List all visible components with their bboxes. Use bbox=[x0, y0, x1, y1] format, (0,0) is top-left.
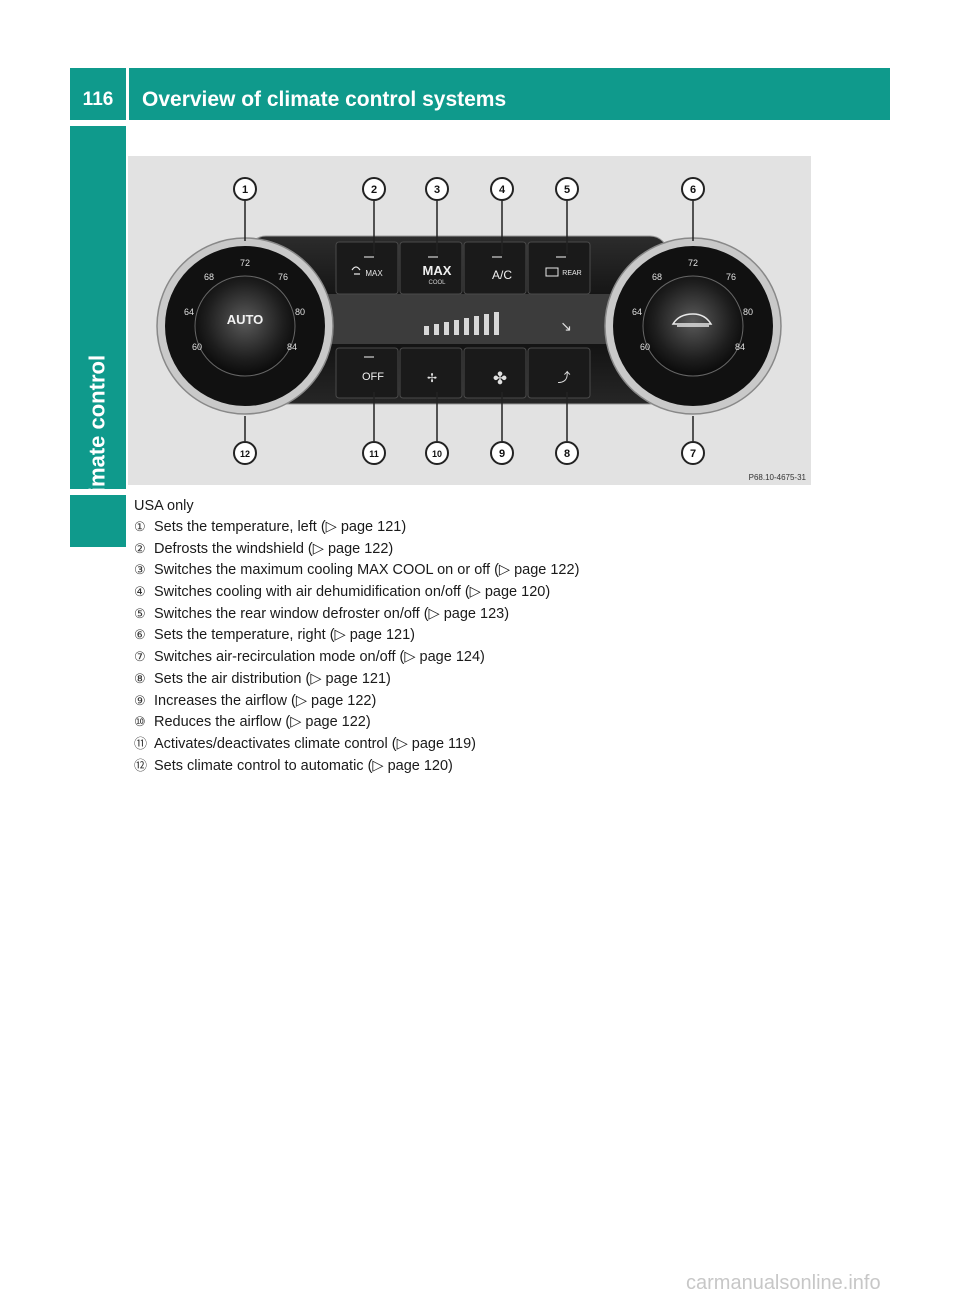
max-label: MAX bbox=[423, 263, 452, 278]
legend-text: Sets the air distribution (▷ page 121) bbox=[154, 670, 391, 687]
dial-right-60: 60 bbox=[640, 342, 650, 352]
fan-level-bars bbox=[424, 312, 499, 335]
legend-item: ⑨ Increases the airflow (▷ page 122) bbox=[134, 690, 579, 712]
callout-2: 2 bbox=[371, 184, 377, 196]
header-bar bbox=[70, 68, 890, 120]
legend-item: ⑫ Sets climate control to automatic (▷ pa… bbox=[134, 755, 579, 777]
legend-text: Switches the maximum cooling MAX COOL on… bbox=[154, 562, 580, 579]
callout-markers: 1 2 3 4 5 6 7 8 9 10 11 12 bbox=[233, 177, 705, 465]
legend-item: ③ Switches the maximum cooling MAX COOL o… bbox=[134, 559, 579, 581]
display-strip bbox=[288, 294, 628, 344]
air-distribution-icon: ⤴ bbox=[557, 371, 570, 386]
legend-item: ⑪ Activates/deactivates climate control (… bbox=[134, 733, 579, 755]
legend-item: ② Defrosts the windshield (▷ page 122) bbox=[134, 538, 579, 560]
off-label: OFF bbox=[362, 371, 384, 383]
climate-control-panel-figure: MAX MAX COOL A/C REAR OFF ✢ ✤ ⤴ ↘ AUTO 6… bbox=[128, 156, 811, 485]
top-button-row bbox=[335, 241, 591, 295]
legend-symbol: ⑨ bbox=[134, 692, 146, 708]
fan-high-icon: ✤ bbox=[493, 369, 507, 389]
legend-text: Increases the airflow (▷ page 122) bbox=[154, 692, 377, 709]
legend-text: Sets the temperature, left (▷ page 121) bbox=[154, 519, 407, 535]
watermark: carmanualsonline.info bbox=[686, 1272, 881, 1294]
header-divider bbox=[126, 68, 129, 120]
legend-symbol: ⑤ bbox=[134, 605, 146, 621]
page-title: Overview of climate control systems bbox=[142, 88, 507, 111]
dial-right-72: 72 bbox=[688, 258, 698, 268]
dial-right-68: 68 bbox=[652, 272, 662, 282]
legend-list: ① Sets the temperature, left (▷ page 121)… bbox=[134, 516, 579, 776]
callout-5: 5 bbox=[564, 184, 570, 196]
callout-3: 3 bbox=[434, 184, 440, 196]
dial-left-60: 60 bbox=[192, 342, 202, 352]
dial-right-64: 64 bbox=[632, 307, 642, 317]
dial-right-76: 76 bbox=[726, 272, 736, 282]
rear-label: REAR bbox=[562, 270, 581, 277]
legend-item: ① Sets the temperature, left (▷ page 121) bbox=[134, 516, 579, 538]
callout-6: 6 bbox=[690, 184, 696, 196]
page-number: 116 bbox=[82, 89, 114, 110]
legend-item: ⑥ Sets the temperature, right (▷ page 121… bbox=[134, 624, 579, 646]
legend-symbol: ② bbox=[134, 540, 146, 556]
callout-12: 12 bbox=[240, 449, 250, 459]
cool-label: COOL bbox=[428, 280, 446, 286]
legend-text: Reduces the airflow (▷ page 122) bbox=[154, 714, 371, 731]
dial-left-84: 84 bbox=[287, 342, 297, 352]
legend-symbol: ⑫ bbox=[134, 757, 148, 773]
callout-11: 11 bbox=[369, 449, 379, 459]
rear-defrost-icon bbox=[545, 267, 559, 277]
callout-leader-lines bbox=[244, 201, 694, 441]
callout-8: 8 bbox=[564, 448, 570, 460]
section-tab: Climate control bbox=[70, 126, 126, 515]
callout-4: 4 bbox=[499, 184, 506, 196]
legend-symbol: ① bbox=[134, 519, 146, 534]
dial-left-76: 76 bbox=[278, 272, 288, 282]
windshield-defrost-icon bbox=[351, 266, 361, 275]
legend-text: Sets the temperature, right (▷ page 121) bbox=[154, 627, 416, 644]
legend-item: ⑩ Reduces the airflow (▷ page 122) bbox=[134, 711, 579, 733]
airflow-direction-icon: ↘ bbox=[560, 319, 572, 335]
legend-symbol: ⑧ bbox=[134, 670, 146, 686]
legend-symbol: ⑩ bbox=[134, 714, 146, 730]
legend-text: Defrosts the windshield (▷ page 122) bbox=[154, 540, 394, 557]
legend-item: ⑦ Switches air-recirculation mode on/off … bbox=[134, 646, 579, 668]
dial-left-72: 72 bbox=[240, 258, 250, 268]
left-temperature-dial: AUTO 64 68 72 76 80 84 60 bbox=[156, 237, 334, 415]
legend-symbol: ⑪ bbox=[134, 735, 148, 751]
bottom-button-row bbox=[335, 347, 591, 399]
auto-label: AUTO bbox=[227, 312, 264, 327]
legend-text: Switches cooling with air dehumidificati… bbox=[154, 584, 551, 601]
dial-left-68: 68 bbox=[204, 272, 214, 282]
legend-symbol: ⑥ bbox=[134, 627, 146, 643]
callout-7: 7 bbox=[690, 448, 696, 460]
callout-10: 10 bbox=[432, 449, 442, 459]
legend-item: ⑧ Sets the air distribution (▷ page 121) bbox=[134, 668, 579, 690]
legend-symbol: ④ bbox=[134, 584, 146, 600]
legend-text: Switches air-recirculation mode on/off (… bbox=[154, 649, 485, 666]
legend-text: Switches the rear window defroster on/of… bbox=[154, 605, 510, 622]
intro-text: USA only bbox=[134, 498, 194, 514]
dial-left-64: 64 bbox=[184, 307, 194, 317]
legend-item: ④ Switches cooling with air dehumidificat… bbox=[134, 581, 579, 603]
car-recirculation-icon bbox=[671, 313, 713, 327]
legend-text: Activates/deactivates climate control (▷… bbox=[154, 735, 476, 752]
legend-item: ⑤ Switches the rear window defroster on/o… bbox=[134, 603, 579, 625]
defrost-max-label: MAX bbox=[365, 269, 383, 278]
callout-9: 9 bbox=[499, 448, 505, 460]
fan-low-icon: ✢ bbox=[427, 371, 437, 385]
section-tab-marker bbox=[70, 495, 126, 547]
right-temperature-dial: 64 68 72 76 80 84 60 bbox=[604, 237, 782, 415]
dial-right-84: 84 bbox=[735, 342, 745, 352]
callout-1: 1 bbox=[242, 184, 248, 196]
ac-label: A/C bbox=[492, 268, 512, 282]
figure-reference-code: P68.10-4675-31 bbox=[749, 473, 807, 482]
legend-symbol: ⑦ bbox=[134, 649, 146, 665]
legend-text: Sets climate control to automatic (▷ pag… bbox=[154, 757, 453, 774]
dial-left-80: 80 bbox=[295, 307, 305, 317]
legend-symbol: ③ bbox=[134, 562, 146, 578]
dial-right-80: 80 bbox=[743, 307, 753, 317]
